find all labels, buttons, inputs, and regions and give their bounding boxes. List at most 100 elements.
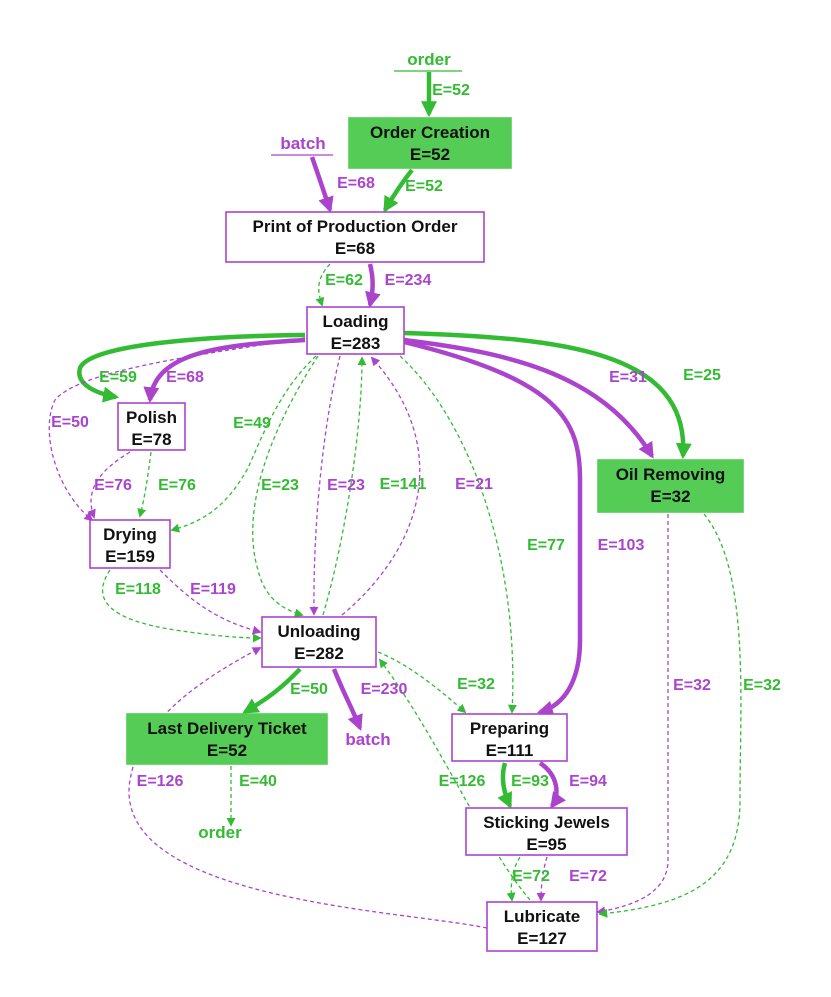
node-name: Order Creation (370, 123, 490, 142)
edge-order_creation-to-print_order-green (383, 168, 414, 213)
edge-label-e17: E=21 (455, 476, 493, 493)
node-box (261, 616, 377, 668)
edge-unloading-to-loading-green (322, 356, 367, 616)
node-box (225, 211, 485, 263)
node-box (486, 901, 598, 952)
edge-label-e10: E=31 (609, 369, 647, 386)
edge-loading-to-polish-green (77, 332, 306, 403)
node-box (89, 519, 171, 569)
edge-drying-to-unloading-purple (159, 569, 262, 635)
edge-unloading-to-batch_out-purple (331, 668, 363, 731)
node-frequency: E=52 (410, 145, 450, 164)
node-frequency: E=78 (131, 430, 171, 449)
terminal-label: order (407, 50, 451, 69)
edge-label-e22: E=50 (290, 681, 328, 698)
edge-label-e24: E=32 (457, 676, 495, 693)
edge-print_order-to-loading-green (315, 263, 331, 307)
node-box (117, 402, 186, 451)
edge-label-e18: E=77 (527, 537, 565, 554)
edge-loading-to-oil_removing-purple (403, 337, 654, 459)
node-frequency: E=282 (294, 644, 344, 663)
edge-lubricate-to-unloading-green (378, 658, 531, 901)
edge-label-e28: E=32 (673, 677, 711, 694)
terminal-order-in: order (394, 50, 462, 72)
edge-loading-to-unloading-purple (309, 355, 341, 616)
node-frequency: E=283 (331, 334, 381, 353)
edge-label-e30: E=93 (511, 773, 549, 790)
edge-unloading-to-last_delivery-green (242, 667, 302, 714)
node-name: Print of Production Order (253, 217, 458, 236)
edge-loading-to-preparing-green (399, 355, 517, 714)
edge-label-e15: E=23 (327, 477, 365, 494)
edge-label-e11: E=25 (683, 367, 721, 384)
edge-label-e01: E=52 (432, 82, 470, 99)
node-name: Lubricate (504, 907, 581, 926)
edge-polish-to-drying-green (137, 451, 152, 518)
edge-label-e25: E=40 (239, 773, 277, 790)
edge-print_order-to-loading-purple (365, 263, 381, 309)
edge-sticking_jewels-to-lubricate-green (506, 856, 521, 902)
edge-label-e07: E=68 (166, 369, 204, 386)
edge-label-e19: E=103 (598, 537, 645, 554)
node-box (465, 807, 628, 856)
node-name: Unloading (277, 622, 360, 641)
edge-label-e32: E=72 (512, 868, 550, 885)
edge-label-e13: E=76 (158, 477, 196, 494)
node-box (306, 306, 405, 355)
node-frequency: E=68 (335, 239, 375, 258)
edge-drying-to-unloading-green (101, 569, 262, 643)
node-frequency: E=111 (486, 741, 534, 760)
node-name: Polish (126, 408, 177, 427)
node-frequency: E=52 (207, 741, 247, 760)
edge-label-e05: E=234 (385, 272, 432, 289)
terminal-batch-out: batch (345, 730, 390, 749)
node-frequency: E=95 (526, 835, 566, 854)
node-frequency: E=159 (105, 547, 155, 566)
edge-label-e29: E=32 (743, 677, 781, 694)
edge-label-e21: E=119 (190, 581, 236, 598)
edge-polish-to-drying-purple (87, 451, 131, 519)
terminal-order-out: order (198, 823, 242, 842)
edge-loading-to-polish-purple (143, 337, 306, 404)
edge-label-e27: E=126 (439, 773, 486, 790)
edge-oil_removing-to-lubricate-green (598, 513, 742, 918)
terminal-label: order (198, 823, 242, 842)
edge-label-e16: E=141 (380, 476, 427, 493)
edge-preparing-to-sticking_jewels-green (497, 762, 513, 809)
node-name: Drying (103, 525, 157, 544)
edge-label-e23: E=230 (361, 681, 408, 698)
edge-sticking_jewels-to-lubricate-purple (536, 856, 548, 902)
edge-label-e03: E=52 (405, 178, 443, 195)
edge-label-e08: E=50 (51, 414, 89, 431)
node-name: Sticking Jewels (483, 813, 610, 832)
node-name: Last Delivery Ticket (147, 719, 307, 738)
terminal-batch-in: batch (271, 134, 333, 156)
node-name: Loading (322, 312, 388, 331)
node-box (126, 713, 328, 765)
node-name: Preparing (470, 719, 549, 738)
terminal-label: batch (280, 134, 325, 153)
edge-label-e26: E=126 (137, 773, 184, 790)
node-frequency: E=127 (517, 929, 567, 948)
node-box (597, 459, 744, 513)
edge-lubricate-to-unloading-purple (128, 647, 488, 929)
node-name: Oil Removing (616, 465, 726, 484)
terminals-layer: order batch batch order (198, 50, 462, 842)
edge-loading-to-unloading-green (252, 355, 319, 618)
edges-layer (48, 72, 742, 929)
terminal-label: batch (345, 730, 390, 749)
node-box (348, 117, 512, 169)
edge-label-e12: E=76 (94, 477, 132, 494)
